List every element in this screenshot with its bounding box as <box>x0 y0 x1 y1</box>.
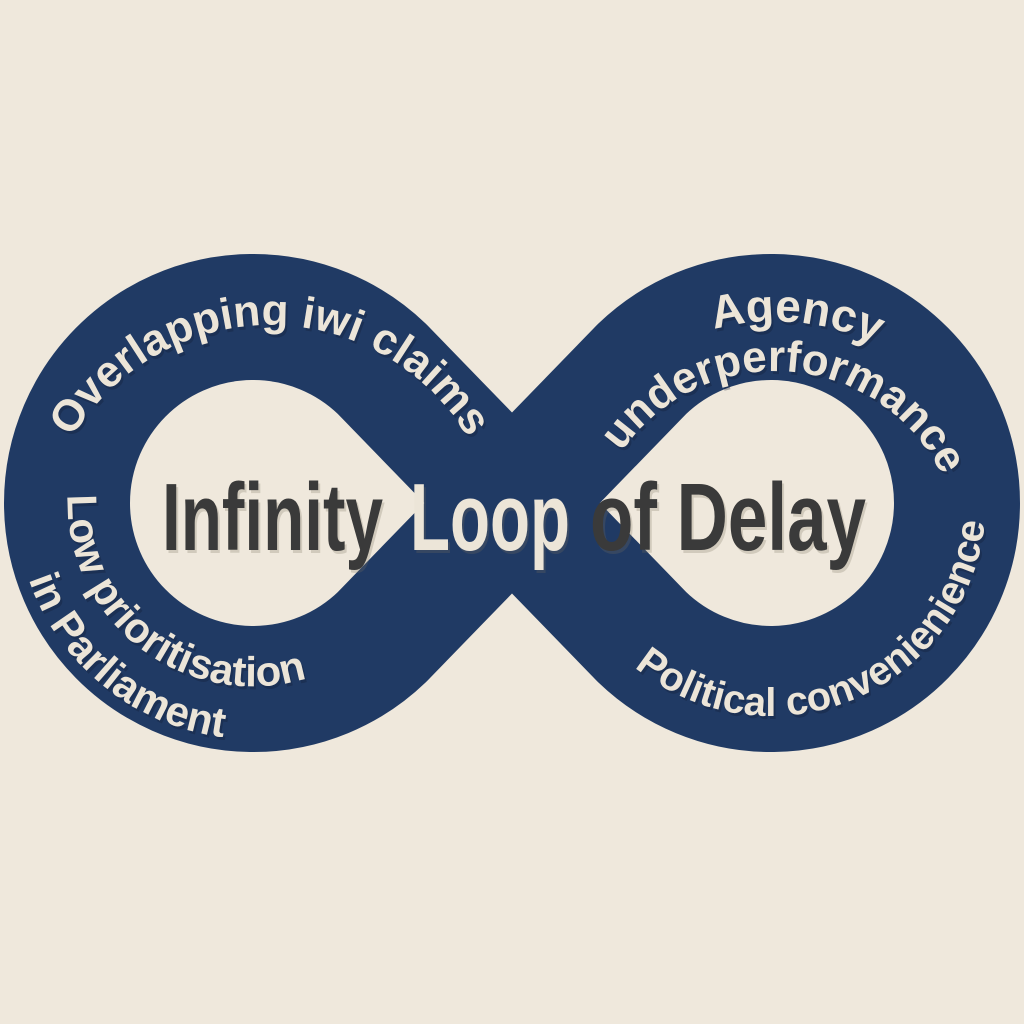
title-word-loop: Loop <box>410 464 570 571</box>
infinity-loop-shape <box>4 254 1020 752</box>
title-word-infinity: Infinity <box>162 464 383 571</box>
title-word-of-delay: of Delay <box>590 464 866 571</box>
